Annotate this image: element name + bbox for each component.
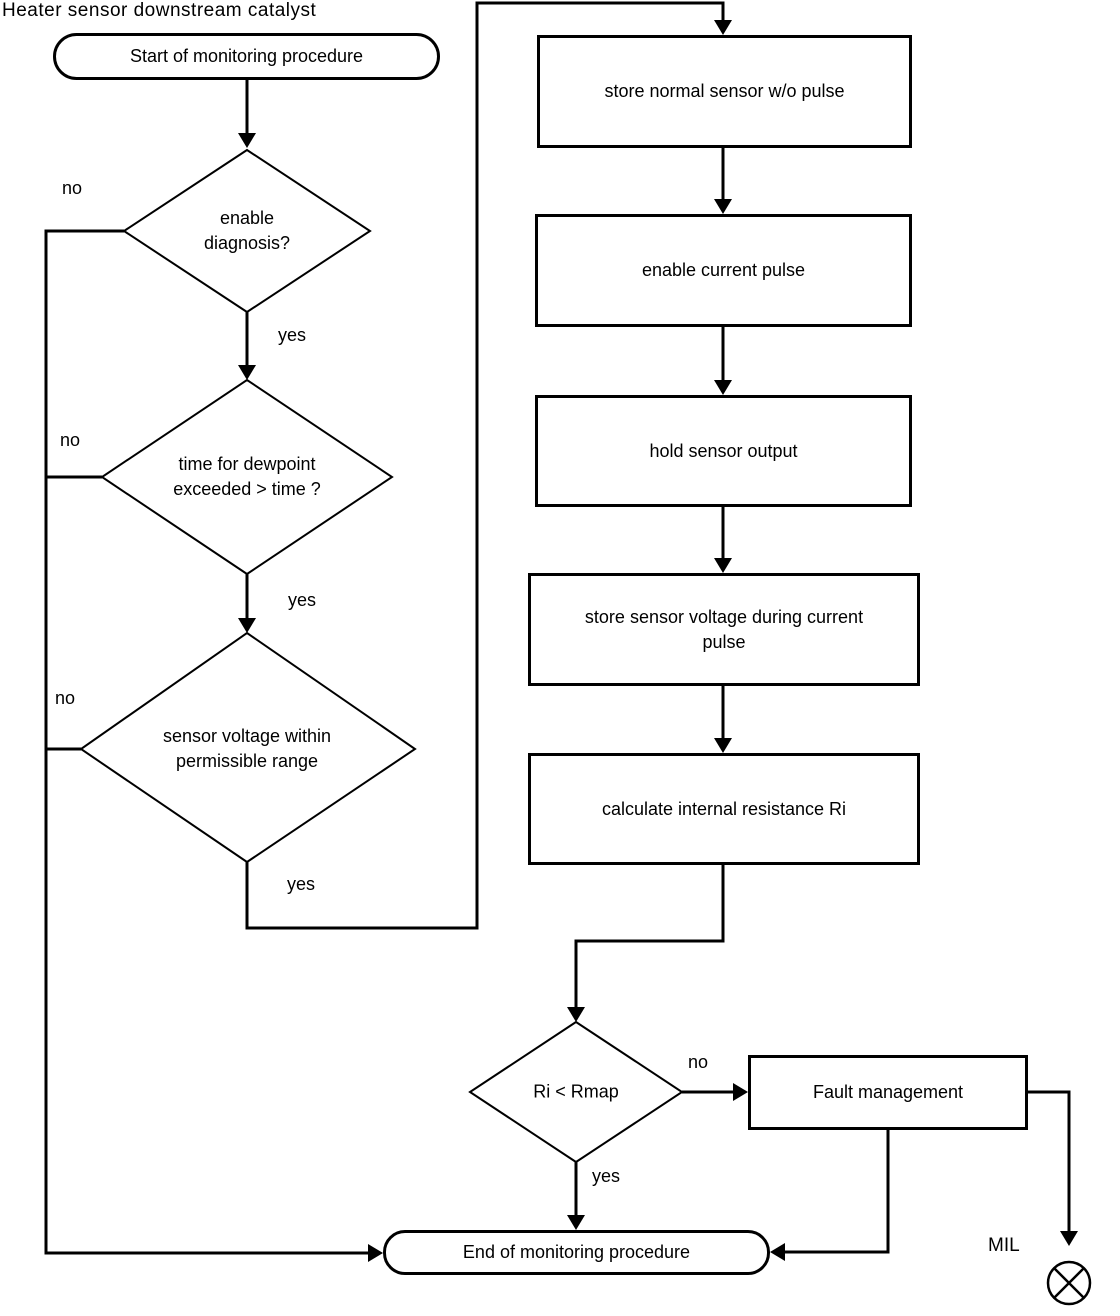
- edge-label-enable-no: no: [62, 178, 83, 198]
- process-store-normal-sensor-label: store normal sensor w/o pulse: [604, 81, 845, 102]
- start-node: Start of monitoring procedure: [53, 33, 440, 80]
- flow-lines: [44, 1, 1071, 1255]
- end-node: End of monitoring procedure: [383, 1230, 770, 1275]
- page-title: Heater sensor downstream catalyst: [2, 0, 317, 21]
- edge-label-voltage-no: no: [55, 688, 76, 708]
- edge-label-dewpoint-no: no: [60, 430, 81, 450]
- process-fault-management-label: Fault management: [812, 1082, 964, 1103]
- process-hold-sensor-output: hold sensor output: [535, 395, 912, 507]
- mil-lamp-icon: [1046, 1260, 1092, 1306]
- edge-label-ri-no: no: [688, 1052, 709, 1072]
- process-fault-management: Fault management: [748, 1055, 1028, 1130]
- decision-enable-diagnosis-shape: [122, 148, 372, 314]
- process-store-normal-sensor: store normal sensor w/o pulse: [537, 35, 912, 148]
- process-store-sensor-voltage-label: store sensor voltage during current puls…: [584, 607, 864, 652]
- start-node-label: Start of monitoring procedure: [129, 46, 364, 66]
- decision-dewpoint-label: time for dewpoint exceeded > time ?: [173, 453, 321, 499]
- decision-ri-rmap-shape: [468, 1020, 684, 1164]
- process-calculate-resistance: calculate internal resistance Ri: [528, 753, 920, 865]
- end-node-label: End of monitoring procedure: [462, 1242, 691, 1262]
- arrowheads: [238, 20, 1078, 1262]
- decision-ri-rmap-label: Ri < Rmap: [533, 1081, 619, 1102]
- edge-label-enable-yes: yes: [278, 325, 307, 345]
- decision-sensor-voltage-label: sensor voltage within permissible range: [162, 725, 332, 771]
- process-store-sensor-voltage: store sensor voltage during current puls…: [528, 573, 920, 686]
- edge-label-dewpoint-yes: yes: [288, 590, 317, 610]
- edge-label-voltage-yes: yes: [287, 874, 316, 894]
- decision-dewpoint-shape: [100, 378, 394, 576]
- process-calculate-resistance-label: calculate internal resistance Ri: [601, 798, 847, 819]
- process-enable-current-pulse-label: enable current pulse: [641, 260, 806, 281]
- decision-sensor-voltage-shape: [79, 631, 417, 864]
- decision-enable-diagnosis-label: enable diagnosis?: [203, 207, 291, 253]
- process-enable-current-pulse: enable current pulse: [535, 214, 912, 327]
- edge-label-ri-yes: yes: [592, 1166, 621, 1186]
- mil-label: MIL: [988, 1235, 1020, 1256]
- process-hold-sensor-output-label: hold sensor output: [649, 440, 798, 461]
